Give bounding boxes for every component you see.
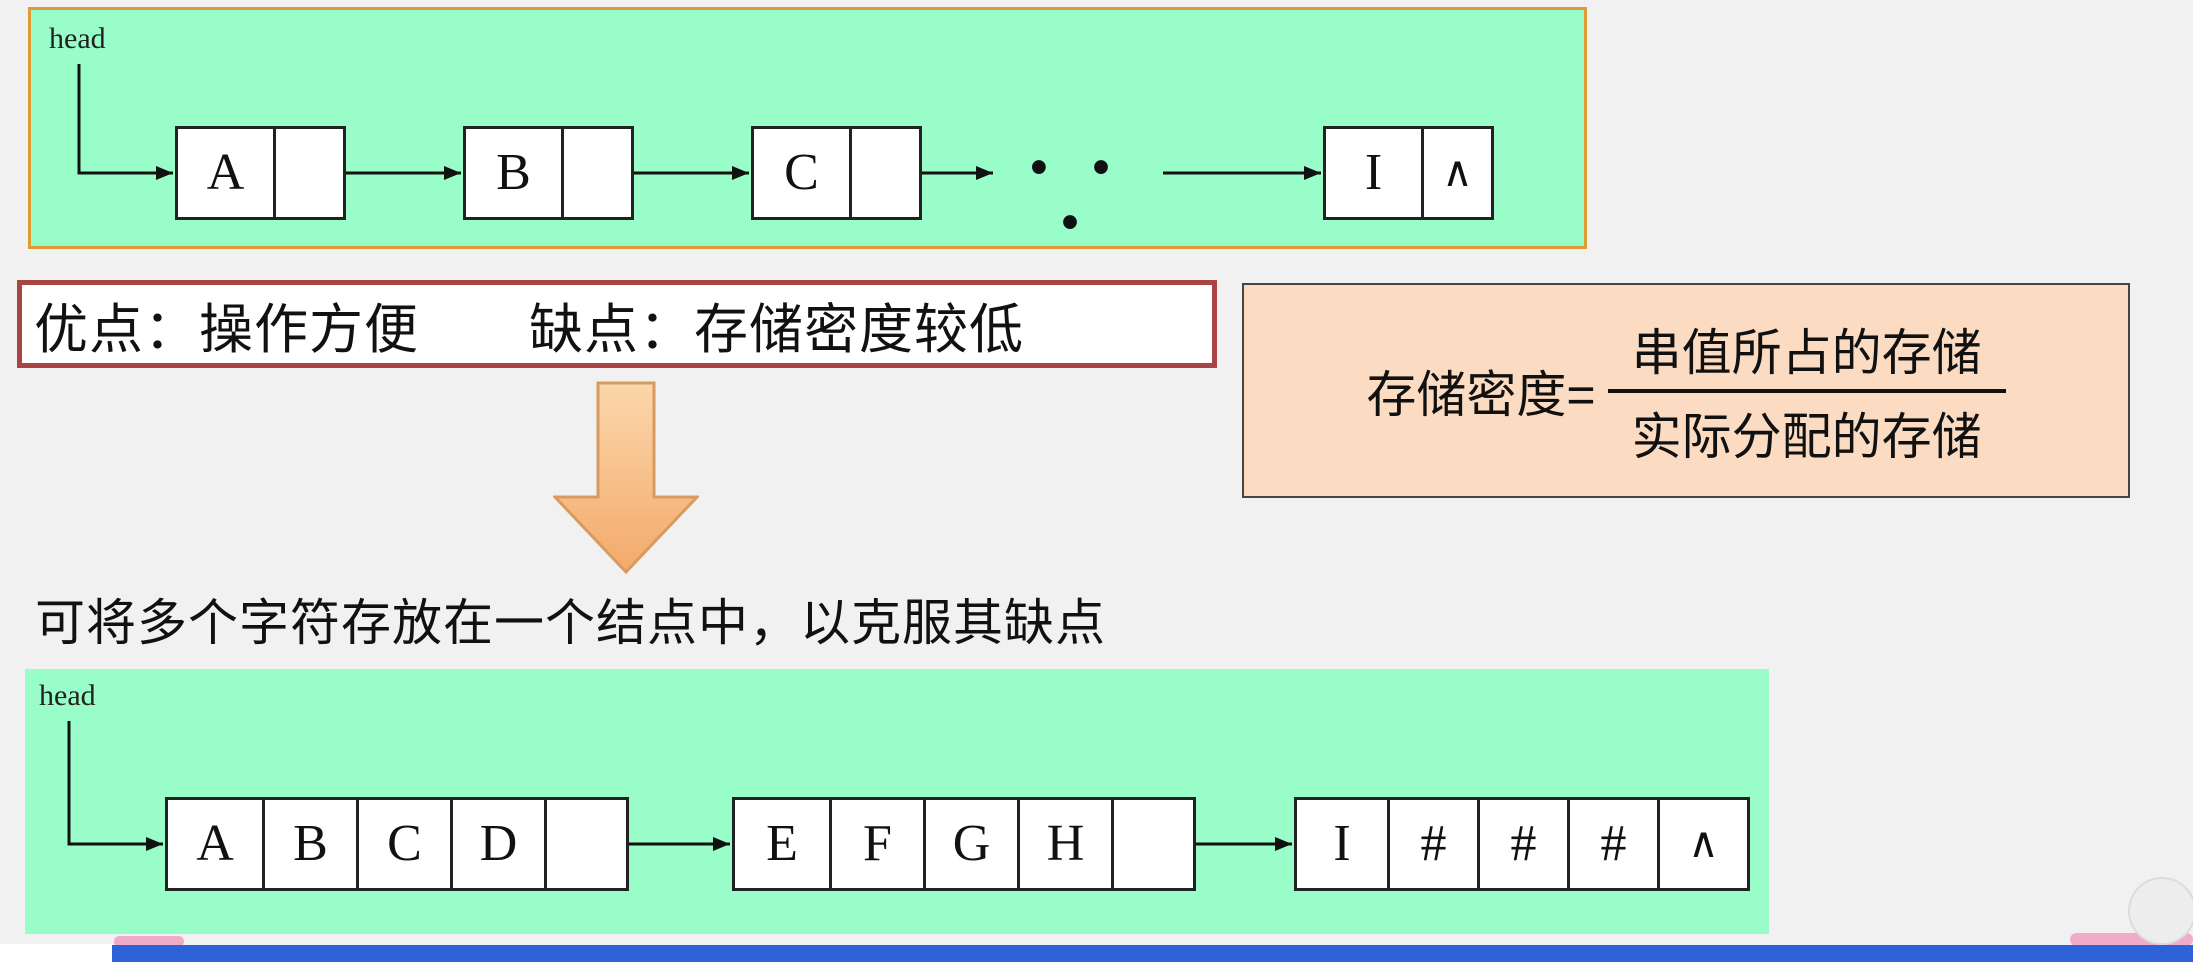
pros-cons-text: 优点：操作方便 缺点：存储密度较低 <box>34 299 1024 360</box>
node-data-cell: C <box>784 144 819 201</box>
list-node-a: A <box>175 126 346 220</box>
node-null-pointer-cell: ∧ <box>1421 129 1491 217</box>
node-filler-cell: # <box>1477 800 1567 888</box>
fraction-numerator: 串值所占的存储 <box>1631 324 1982 381</box>
top-linked-list-diagram: head A B C • • • I <box>28 7 1587 249</box>
node-data-cell: A <box>196 815 234 872</box>
node-data-cell: G <box>923 800 1017 888</box>
head-pointer-label: head <box>39 679 96 712</box>
formula-lhs: 存储密度= <box>1366 366 1596 423</box>
block-node-2: E F G H <box>732 797 1196 891</box>
node-data-cell: I <box>1333 815 1351 872</box>
node-pointer-cell <box>849 129 919 217</box>
node-data-cell: B <box>262 800 356 888</box>
node-pointer-cell <box>273 129 343 217</box>
node-data-cell: B <box>496 144 531 201</box>
list-node-c: C <box>751 126 922 220</box>
list-node-b: B <box>463 126 634 220</box>
pros-cons-box: 优点：操作方便 缺点：存储密度较低 <box>17 280 1217 368</box>
list-node-i: I ∧ <box>1323 126 1494 220</box>
fraction-bar <box>1607 388 2006 393</box>
floating-widget-button[interactable] <box>2128 877 2193 945</box>
node-data-cell: C <box>356 800 450 888</box>
node-pointer-cell <box>1111 800 1193 888</box>
node-data-cell: A <box>206 144 245 201</box>
down-block-arrow <box>551 381 701 575</box>
storage-density-formula-box: 存储密度= 串值所占的存储 实际分配的存储 <box>1242 283 2130 498</box>
node-pointer-cell <box>544 800 626 888</box>
node-pointer-cell <box>561 129 631 217</box>
block-node-3: I # # # ∧ <box>1294 797 1750 891</box>
ellipsis-dots: • • • <box>1030 141 1126 249</box>
node-filler-cell: # <box>1387 800 1477 888</box>
node-filler-cell: # <box>1567 800 1657 888</box>
bottom-left-corner <box>0 944 112 962</box>
node-data-cell: E <box>766 815 798 872</box>
down-arrow-icon <box>551 381 701 575</box>
node-data-cell: D <box>450 800 544 888</box>
node-data-cell: F <box>829 800 923 888</box>
caption-text: 可将多个字符存放在一个结点中，以克服其缺点 <box>35 595 1106 651</box>
node-null-pointer-cell: ∧ <box>1657 800 1747 888</box>
head-elbow-arrow <box>77 64 173 180</box>
fraction-denominator: 实际分配的存储 <box>1631 408 1982 465</box>
formula-fraction: 串值所占的存储 实际分配的存储 <box>1607 309 2006 473</box>
bottom-linked-list-diagram: head A B C D E F G H I <box>25 669 1769 934</box>
bottom-progress-bar[interactable] <box>112 945 2193 962</box>
head-elbow-arrow <box>67 721 163 851</box>
node-data-cell: H <box>1017 800 1111 888</box>
progress-smudge-left <box>114 936 184 947</box>
block-node-1: A B C D <box>165 797 629 891</box>
node-data-cell: I <box>1364 144 1383 201</box>
head-pointer-label: head <box>49 22 106 55</box>
